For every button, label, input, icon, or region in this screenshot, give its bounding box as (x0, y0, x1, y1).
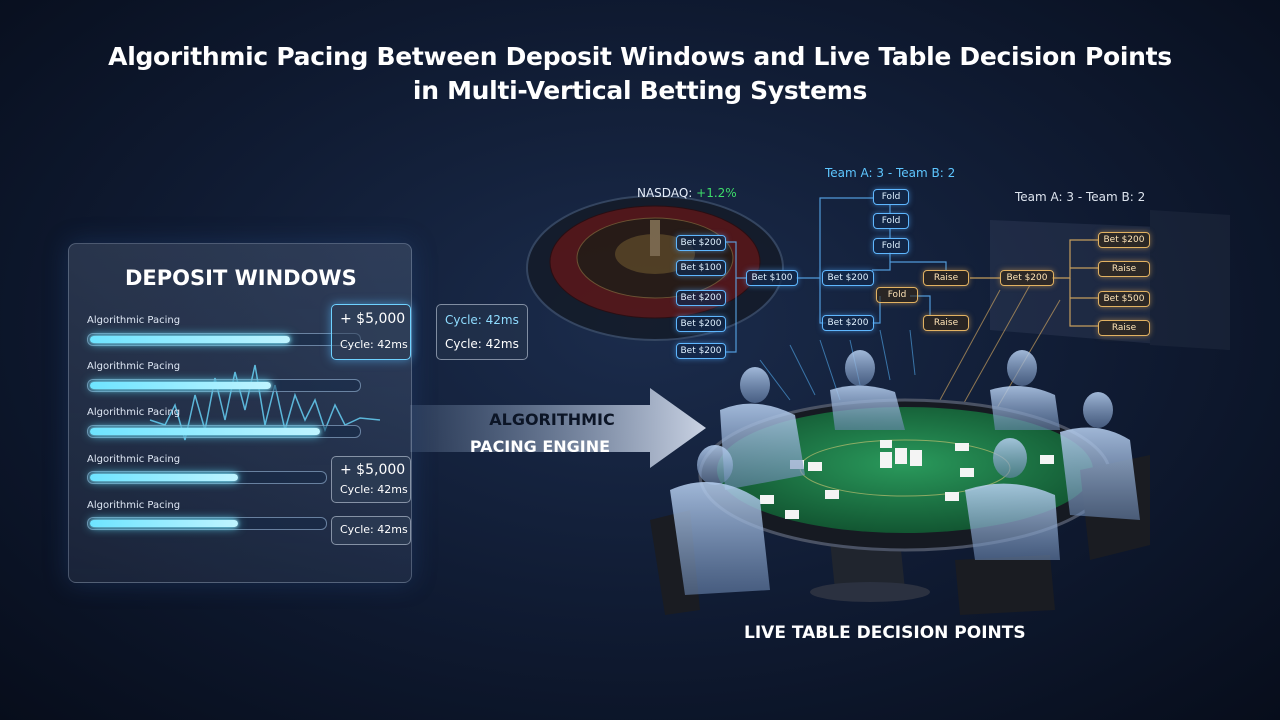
deposit-badge-1: + $5,000 Cycle: 42ms (331, 304, 411, 360)
tree-node: Bet $200 (1098, 232, 1150, 248)
tree-node: Bet $200 (1000, 270, 1054, 286)
score-gray: Team A: 3 - Team B: 2 (1015, 190, 1146, 204)
deposit-amount: + $5,000 (340, 311, 406, 327)
tree-node: Bet $200 (676, 343, 726, 359)
market-prefix: NASDAQ: (637, 186, 693, 200)
live-table-label: LIVE TABLE DECISION POINTS (744, 623, 1026, 643)
tree-node: Fold (873, 189, 909, 205)
pacing-bar-2 (87, 379, 361, 392)
tree-node: Bet $100 (676, 260, 726, 276)
tree-node: Bet $500 (1098, 291, 1150, 307)
deposit-badge-3: Cycle: 42ms (331, 516, 411, 545)
row-label: Algorithmic Pacing (87, 500, 181, 511)
pacing-fill (90, 428, 320, 435)
tree-node: Raise (923, 315, 969, 331)
tree-node: Fold (873, 238, 909, 254)
tree-node: Raise (1098, 320, 1150, 336)
deposit-badge-2: + $5,000 Cycle: 42ms (331, 456, 411, 503)
title-line-1: Algorithmic Pacing Between Deposit Windo… (108, 42, 1172, 71)
row-label: Algorithmic Pacing (87, 454, 181, 465)
tree-node: Bet $200 (822, 270, 874, 286)
tree-node: Bet $200 (676, 235, 726, 251)
pacing-bar-5 (87, 517, 327, 530)
page-title: Algorithmic Pacing Between Deposit Windo… (0, 40, 1280, 108)
pacing-fill (90, 336, 290, 343)
pacing-fill (90, 382, 271, 389)
deposit-windows-panel: DEPOSIT WINDOWS Algorithmic Pacing Algor… (68, 243, 412, 583)
cycle-time: Cycle: 42ms (340, 523, 408, 536)
players (650, 350, 1150, 615)
row-label: Algorithmic Pacing (87, 361, 181, 372)
roulette-wheel-icon (526, 195, 784, 341)
engine-label-2: PACING ENGINE (469, 437, 611, 456)
tree-node: Raise (1098, 261, 1150, 277)
deposit-amount: + $5,000 (340, 462, 406, 478)
market-value: +1.2% (696, 186, 737, 200)
decision-tree-edges (726, 197, 947, 353)
tree-node: Bet $100 (746, 270, 798, 286)
row-label: Algorithmic Pacing (87, 315, 181, 326)
market-ticker: NASDAQ: +1.2% (637, 186, 737, 200)
cycle-time: Cycle: 42ms (445, 337, 519, 351)
tree-node: Bet $200 (676, 290, 726, 306)
tree-node: Bet $200 (822, 315, 874, 331)
pacing-bar-1 (87, 333, 361, 346)
cycle-badge: Cycle: 42ms Cycle: 42ms (436, 304, 528, 360)
tree-node: Fold (876, 287, 918, 303)
score-blue: Team A: 3 - Team B: 2 (825, 166, 956, 180)
pacing-bar-3 (87, 425, 361, 438)
waveform (149, 364, 381, 441)
pacing-bar-4 (87, 471, 327, 484)
panel-title: DEPOSIT WINDOWS (125, 266, 357, 290)
pacing-fill (90, 474, 239, 481)
tree-node: Bet $200 (676, 316, 726, 332)
pacing-fill (90, 520, 239, 527)
engine-label-1: ALGORITHMIC (489, 410, 615, 429)
tree-node: Fold (873, 213, 909, 229)
row-label: Algorithmic Pacing (87, 407, 181, 418)
gold-tree-edges (970, 239, 1098, 327)
tree-node: Raise (923, 270, 969, 286)
cycle-time: Cycle: 42ms (445, 313, 519, 327)
cycle-time: Cycle: 42ms (340, 338, 408, 351)
cycle-time: Cycle: 42ms (340, 483, 408, 496)
pacing-engine-arrow (410, 388, 706, 468)
title-line-2: in Multi-Vertical Betting Systems (412, 76, 868, 105)
